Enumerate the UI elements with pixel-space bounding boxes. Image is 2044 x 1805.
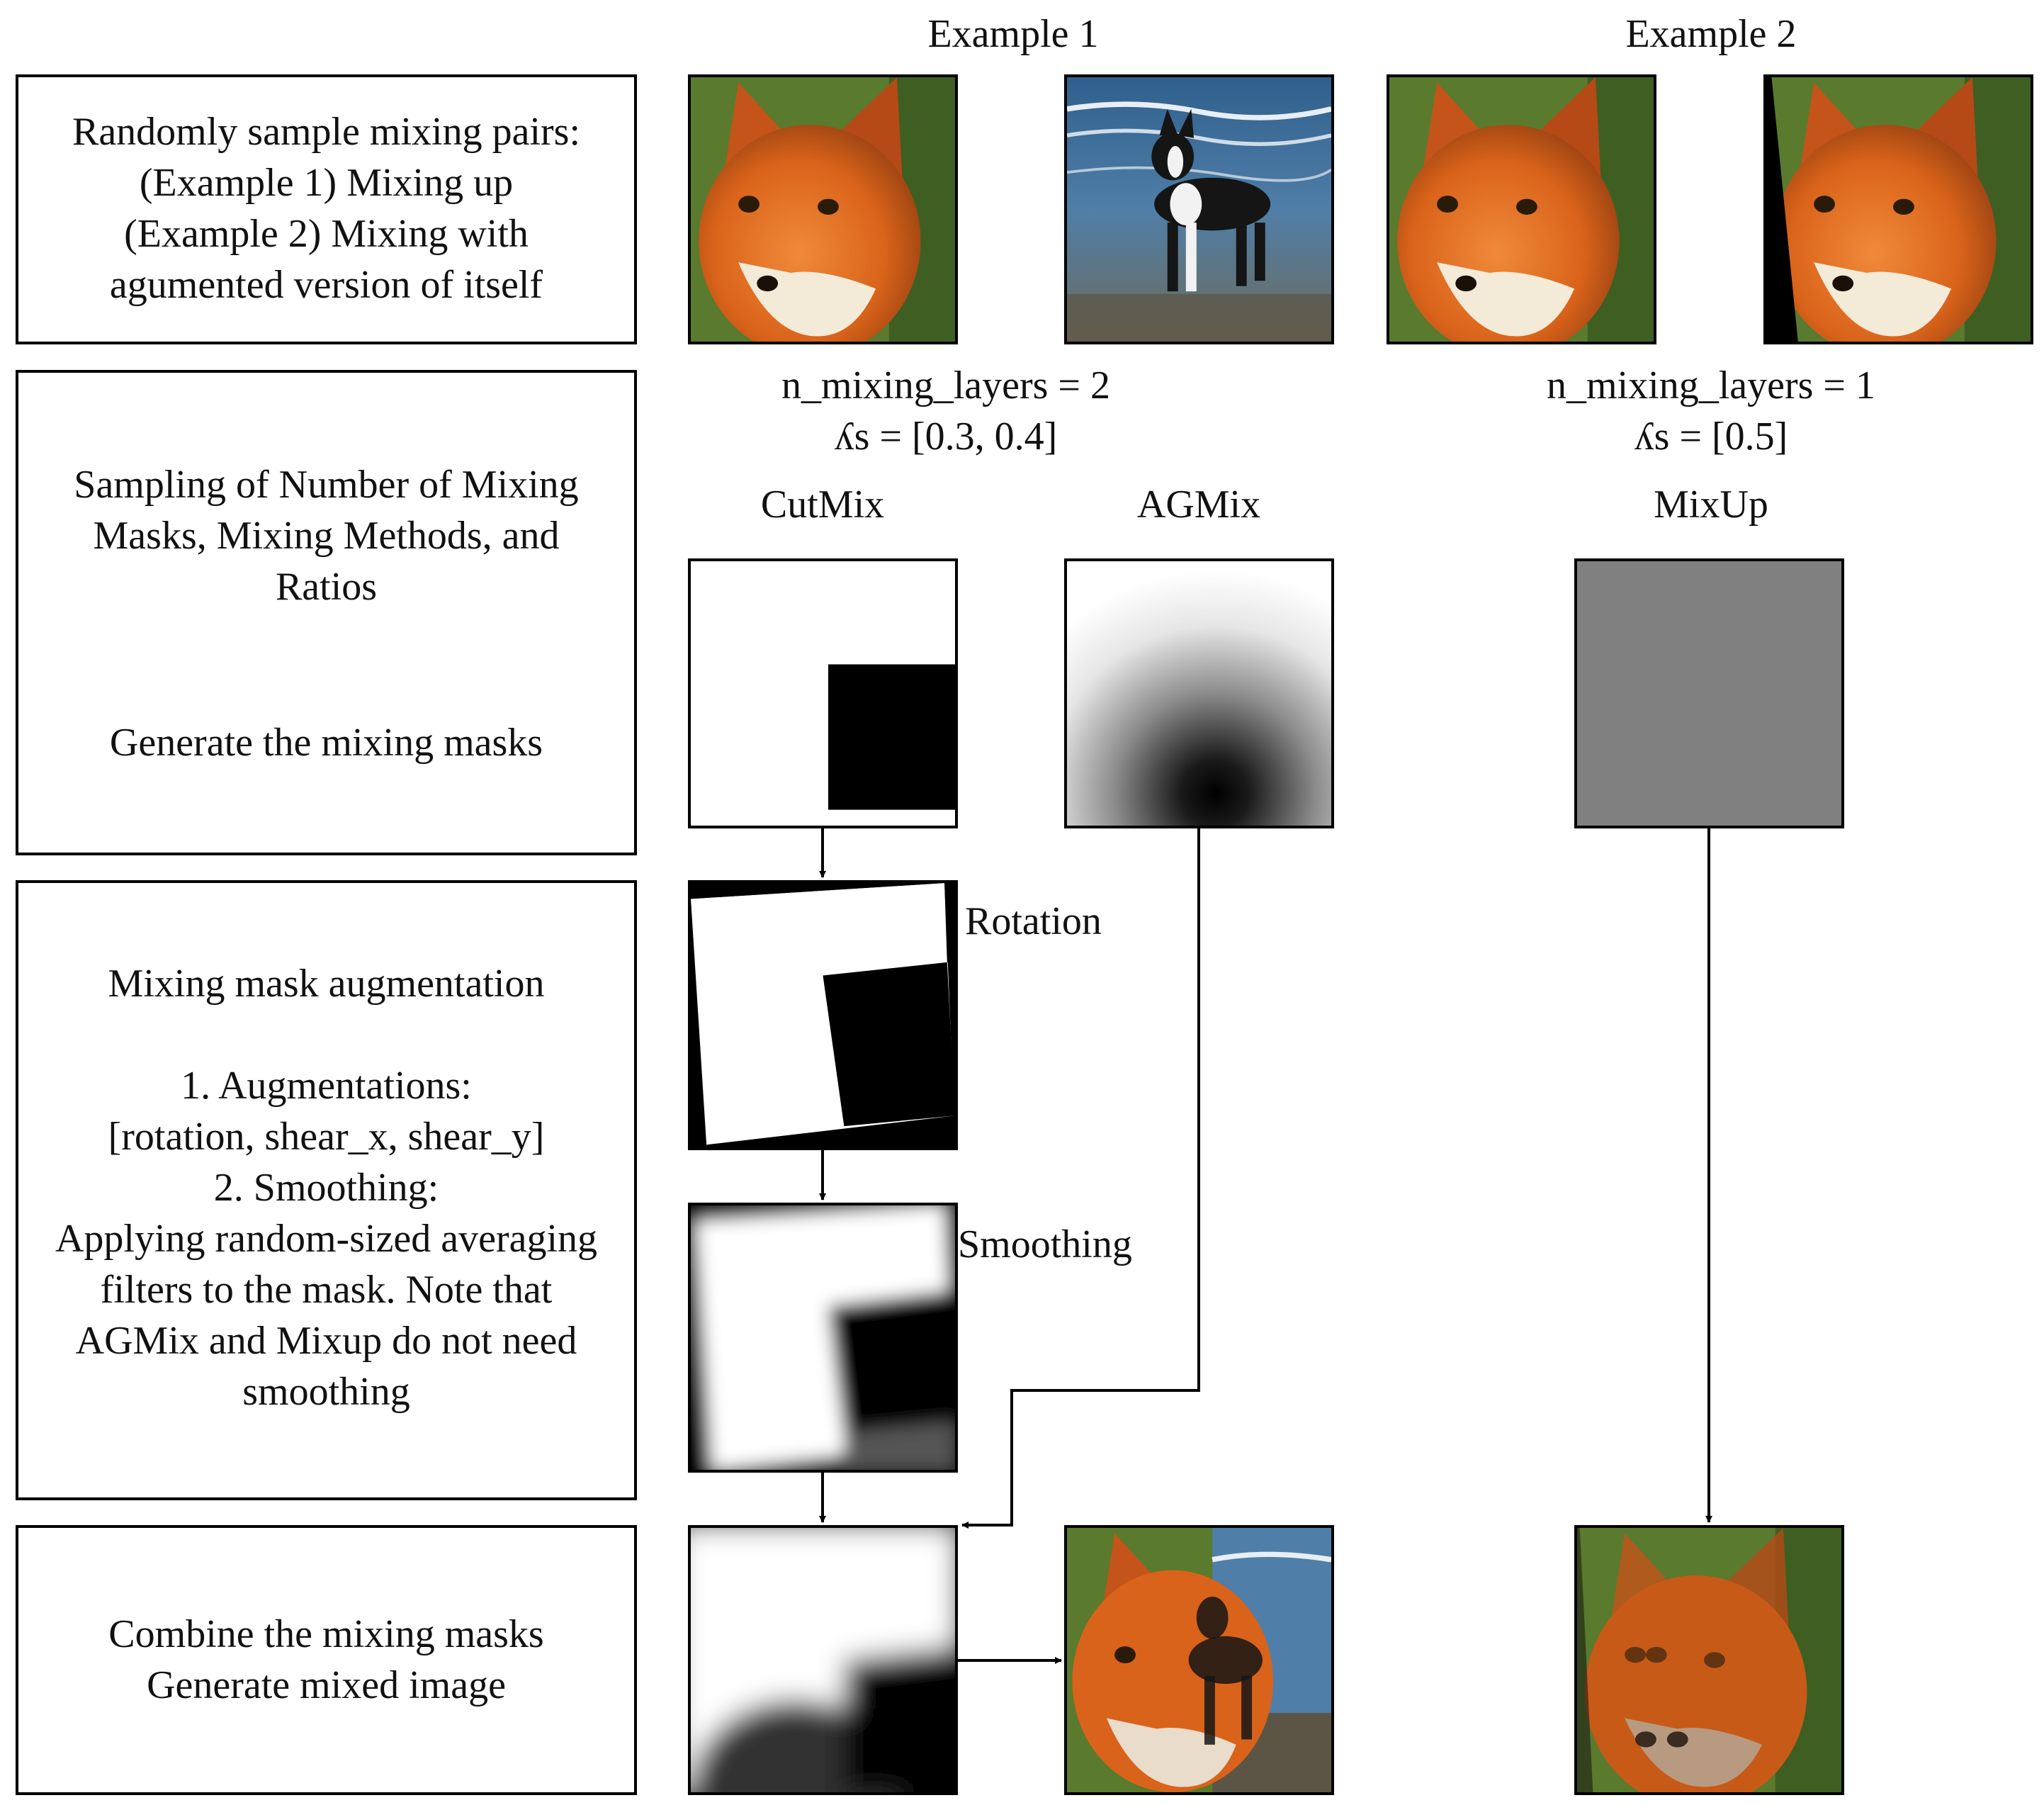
cutmix-mask [688,558,958,828]
agmix-mask [1064,558,1334,828]
method-label-mixup: MixUp [1654,483,1768,527]
step-text-sampling-pairs: Randomly sample mixing pairs: (Example 1… [72,110,581,307]
mixed-image-example-1 [1064,1525,1334,1795]
step-box-mask-generation [16,370,637,855]
method-label-cutmix: CutMix [760,483,885,527]
rotated-cutmix-mask [688,880,958,1150]
method-label-agmix: AGMix [1136,483,1261,527]
mixup-mask [1574,558,1844,828]
mixed-image-example-2 [1574,1525,1844,1795]
operation-label-rotation: Rotation [965,899,1102,943]
step-text-generate-masks: Generate the mixing masks [109,721,543,765]
dog-image-example-1 [1064,74,1334,344]
step-box-sampling-pairs [16,74,637,344]
step-text-combine: Combine the mixing masks Generate mixed … [108,1612,544,1707]
combined-mask [688,1525,958,1795]
step-box-combine [16,1525,637,1795]
example-1-header: Example 1 [927,12,1099,56]
operation-label-smoothing: Smoothing [958,1222,1132,1266]
fox-image-example-2 [1387,74,1656,344]
example-2-header: Example 2 [1625,12,1797,56]
step-text-sampling-methods: Sampling of Number of Mixing Masks, Mixi… [74,463,579,609]
step-box-mask-augmentation [16,880,637,1500]
params-example-2: n_mixing_layers = 1 ʎs = [0.5] [1547,364,1875,459]
fox-image-augmented [1763,74,2033,344]
params-example-1: n_mixing_layers = 2 ʎs = [0.3, 0.4] [781,364,1110,459]
step-text-mask-augmentation: Mixing mask augmentation 1. Augmentation… [55,962,598,1414]
smoothed-cutmix-mask [688,1203,958,1473]
fox-image-example-1 [688,74,958,344]
